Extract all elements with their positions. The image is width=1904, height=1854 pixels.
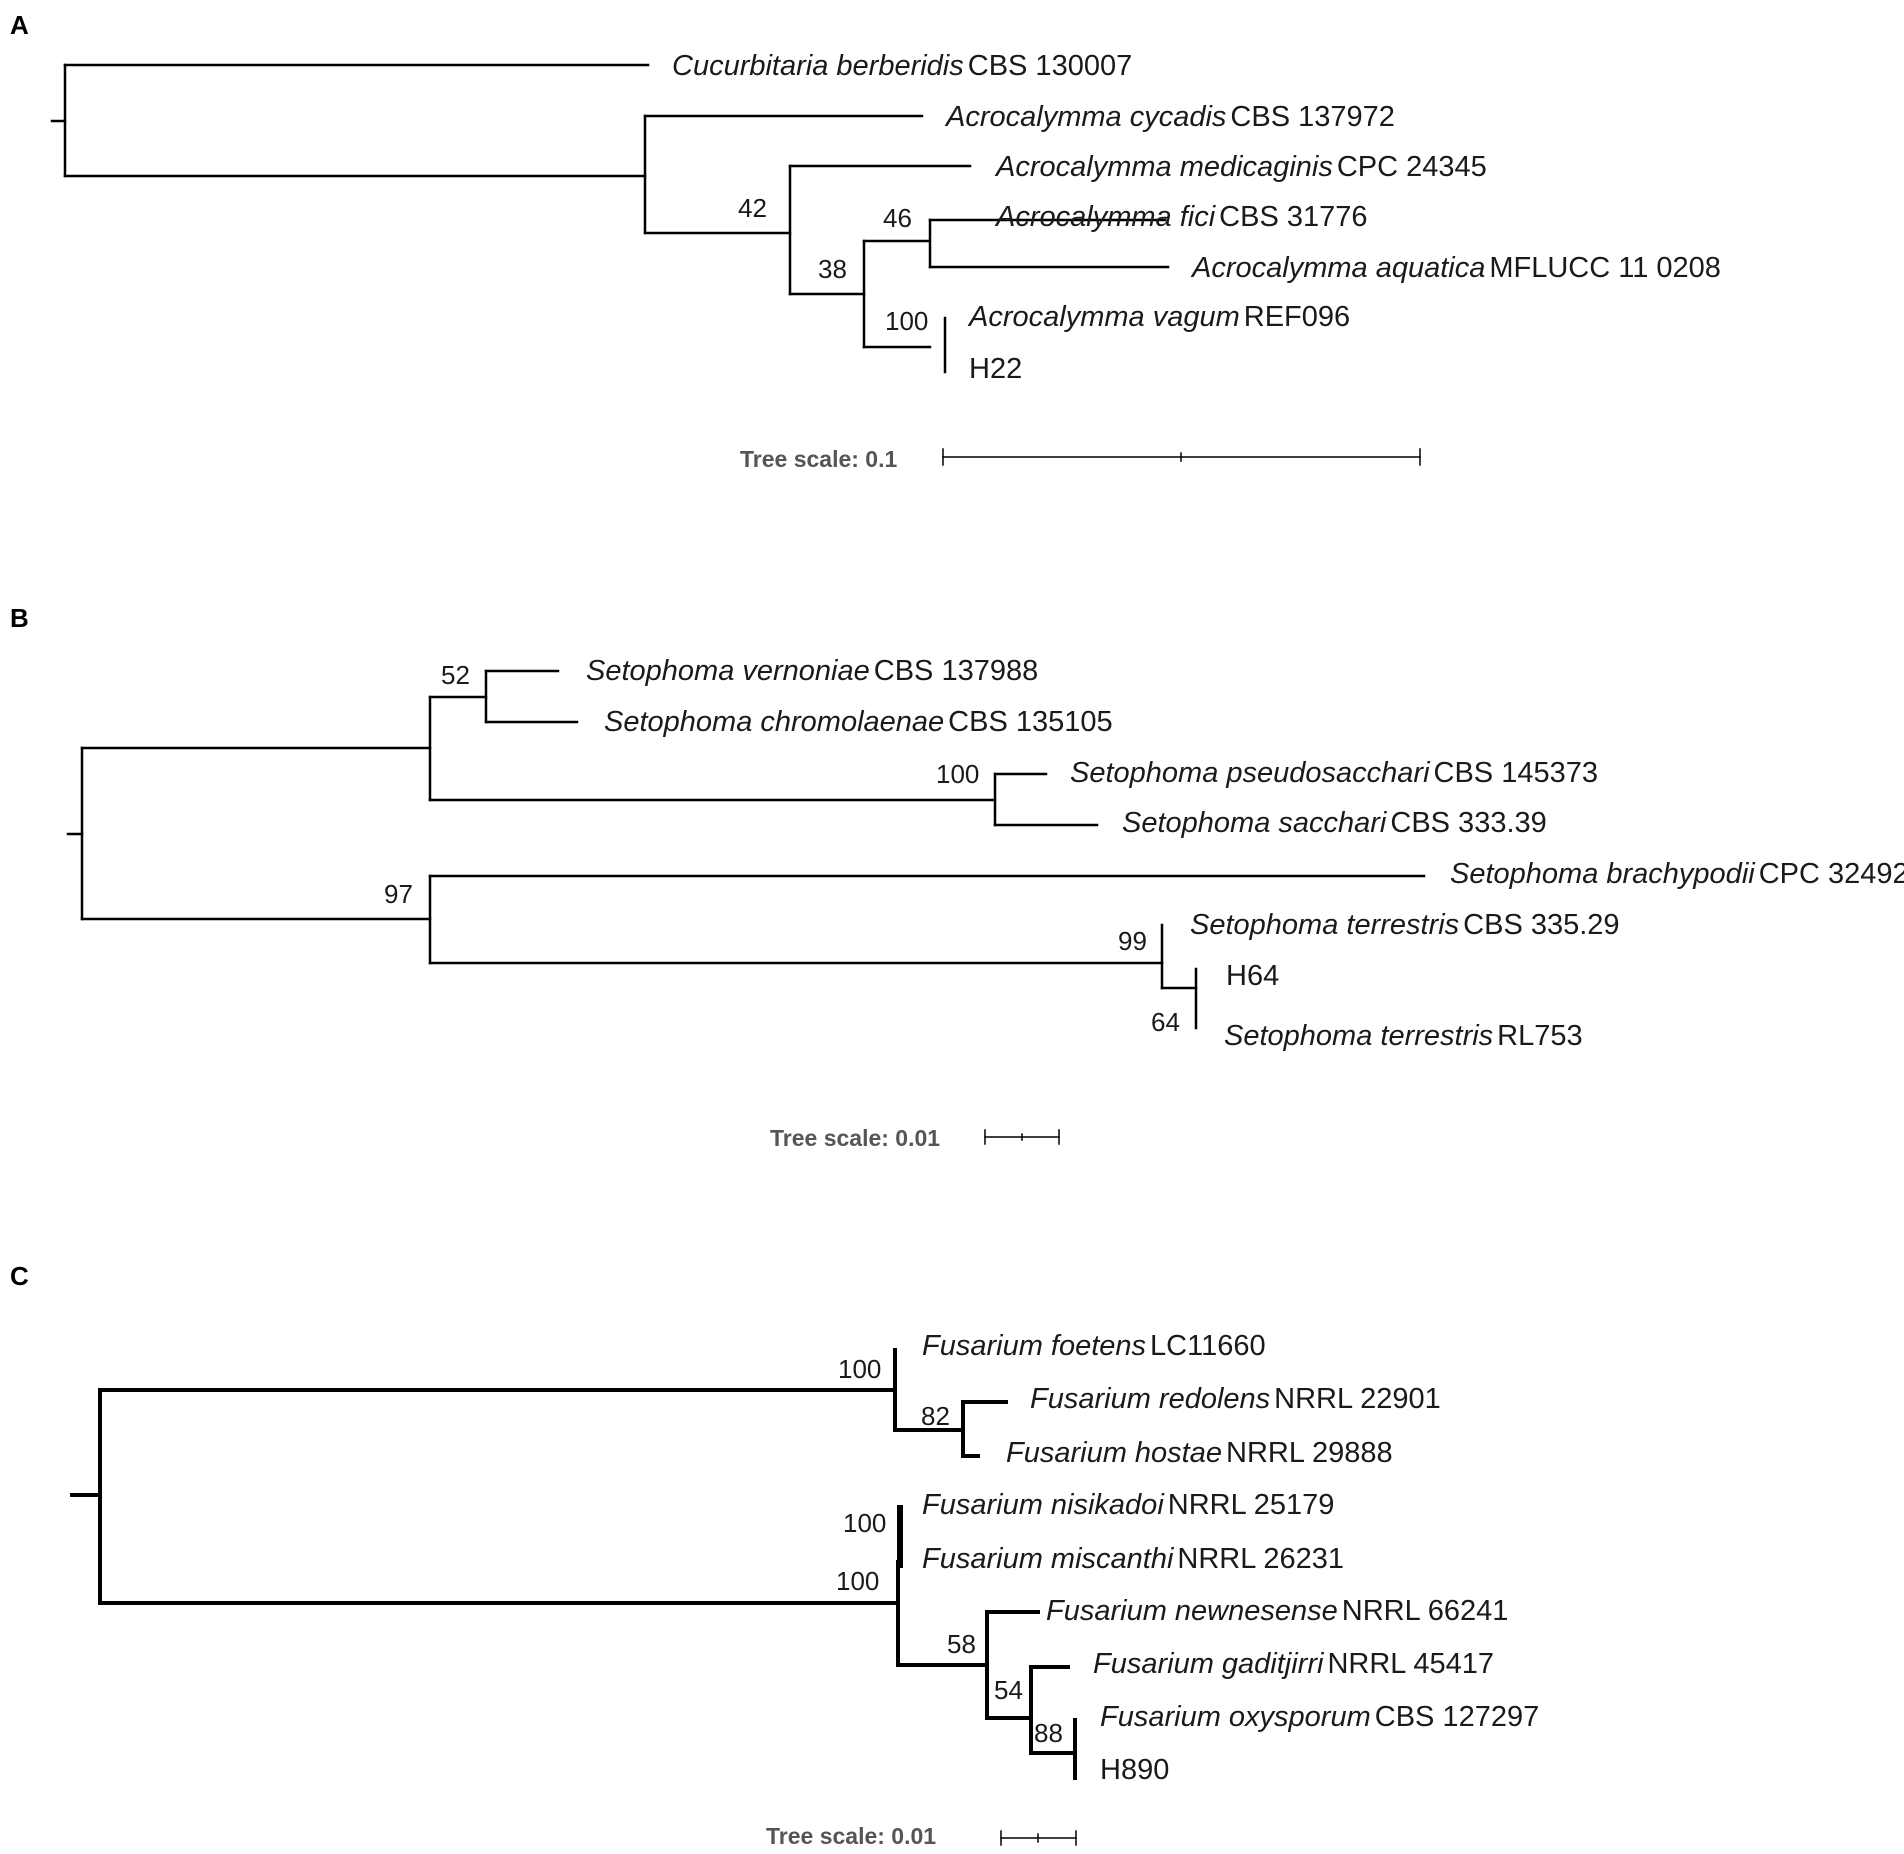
bootstrap-value: 46: [883, 203, 912, 233]
taxon-label: Fusarium redolens NRRL 22901: [1030, 1383, 1441, 1415]
panel-c-taxa: Fusarium foetens LC11660 Fusarium redole…: [922, 1330, 1539, 1786]
panel-c: C Fusarium foetens LC11660 Fusarium re: [10, 1261, 1539, 1849]
taxon-label: H22: [969, 353, 1022, 385]
panel-a-supports: 42 46 38 100: [738, 193, 928, 336]
taxon-label: Acrocalymma vagum REF096: [967, 301, 1350, 333]
bootstrap-value: 64: [1151, 1007, 1180, 1037]
panel-b-taxa: Setophoma vernoniae CBS 137988 Setophoma…: [586, 655, 1904, 1052]
taxon-label: Setophoma pseudosacchari CBS 145373: [1070, 757, 1598, 789]
panel-a-scale-bar: Tree scale: 0.1: [740, 446, 1421, 472]
panel-b-scale-bar: Tree scale: 0.01: [770, 1125, 1060, 1151]
bootstrap-value: 42: [738, 193, 767, 223]
taxon-label: Setophoma vernoniae CBS 137988: [586, 655, 1038, 687]
bootstrap-value: 99: [1118, 926, 1147, 956]
taxon-label: Setophoma sacchari CBS 333.39: [1122, 807, 1547, 839]
bootstrap-value: 100: [885, 306, 928, 336]
taxon-label: Cucurbitaria berberidis CBS 130007: [672, 50, 1132, 82]
scale-label: Tree scale: 0.1: [740, 446, 897, 472]
bootstrap-value: 100: [936, 759, 979, 789]
taxon-label: Acrocalymma fici CBS 31776: [994, 201, 1367, 233]
bootstrap-value: 54: [994, 1675, 1023, 1705]
taxon-label: Setophoma brachypodii CPC 32492: [1450, 858, 1904, 890]
panel-b-supports: 52 100 97 99 64: [384, 660, 1180, 1037]
taxon-label: Fusarium newnesense NRRL 66241: [1046, 1595, 1508, 1627]
bootstrap-value: 82: [921, 1401, 950, 1431]
panel-c-supports: 100 82 100 100 58 54 88: [836, 1354, 1063, 1748]
taxon-label: Acrocalymma cycadis CBS 137972: [944, 101, 1395, 133]
taxon-label: Acrocalymma aquatica MFLUCC 11 0208: [1190, 252, 1721, 284]
bootstrap-value: 100: [838, 1354, 881, 1384]
bootstrap-value: 88: [1034, 1718, 1063, 1748]
panel-a-label: A: [10, 10, 29, 40]
taxon-label: Fusarium hostae NRRL 29888: [1006, 1437, 1393, 1469]
panel-c-scale-bar: Tree scale: 0.01: [766, 1823, 1077, 1849]
panel-c-branches: [70, 1348, 1077, 1780]
panel-a-taxa: Cucurbitaria berberidis CBS 130007 Acroc…: [672, 50, 1721, 385]
scale-label: Tree scale: 0.01: [770, 1125, 940, 1151]
taxon-label: Fusarium gaditjirri NRRL 45417: [1093, 1648, 1494, 1680]
panel-a: A Cucurbitaria berberidis CBS 130007 Acr…: [10, 10, 1721, 472]
taxon-label: Fusarium miscanthi NRRL 26231: [922, 1543, 1344, 1575]
taxon-label: Fusarium oxysporum CBS 127297: [1100, 1701, 1539, 1733]
taxon-label: Fusarium foetens LC11660: [922, 1330, 1266, 1362]
bootstrap-value: 100: [843, 1508, 886, 1538]
panel-b: B Setophoma vernoniae CBS 137988 Seto: [10, 603, 1904, 1151]
taxon-label: Setophoma chromolaenae CBS 135105: [604, 706, 1113, 738]
panel-c-label: C: [10, 1261, 29, 1291]
bootstrap-value: 97: [384, 879, 413, 909]
panel-b-label: B: [10, 603, 29, 633]
taxon-label: Setophoma terrestris RL753: [1224, 1020, 1583, 1052]
taxon-label: H890: [1100, 1754, 1169, 1786]
bootstrap-value: 100: [836, 1566, 879, 1596]
bootstrap-value: 52: [441, 660, 470, 690]
scale-label: Tree scale: 0.01: [766, 1823, 936, 1849]
bootstrap-value: 38: [818, 254, 847, 284]
taxon-label: Acrocalymma medicaginis CPC 24345: [994, 151, 1487, 183]
bootstrap-value: 58: [947, 1629, 976, 1659]
taxon-label: Setophoma terrestris CBS 335.29: [1190, 909, 1620, 941]
panel-b-branches: [66, 669, 1426, 1030]
panel-a-branches: [50, 63, 1170, 374]
taxon-label: Fusarium nisikadoi NRRL 25179: [922, 1489, 1334, 1521]
taxon-label: H64: [1226, 960, 1279, 992]
